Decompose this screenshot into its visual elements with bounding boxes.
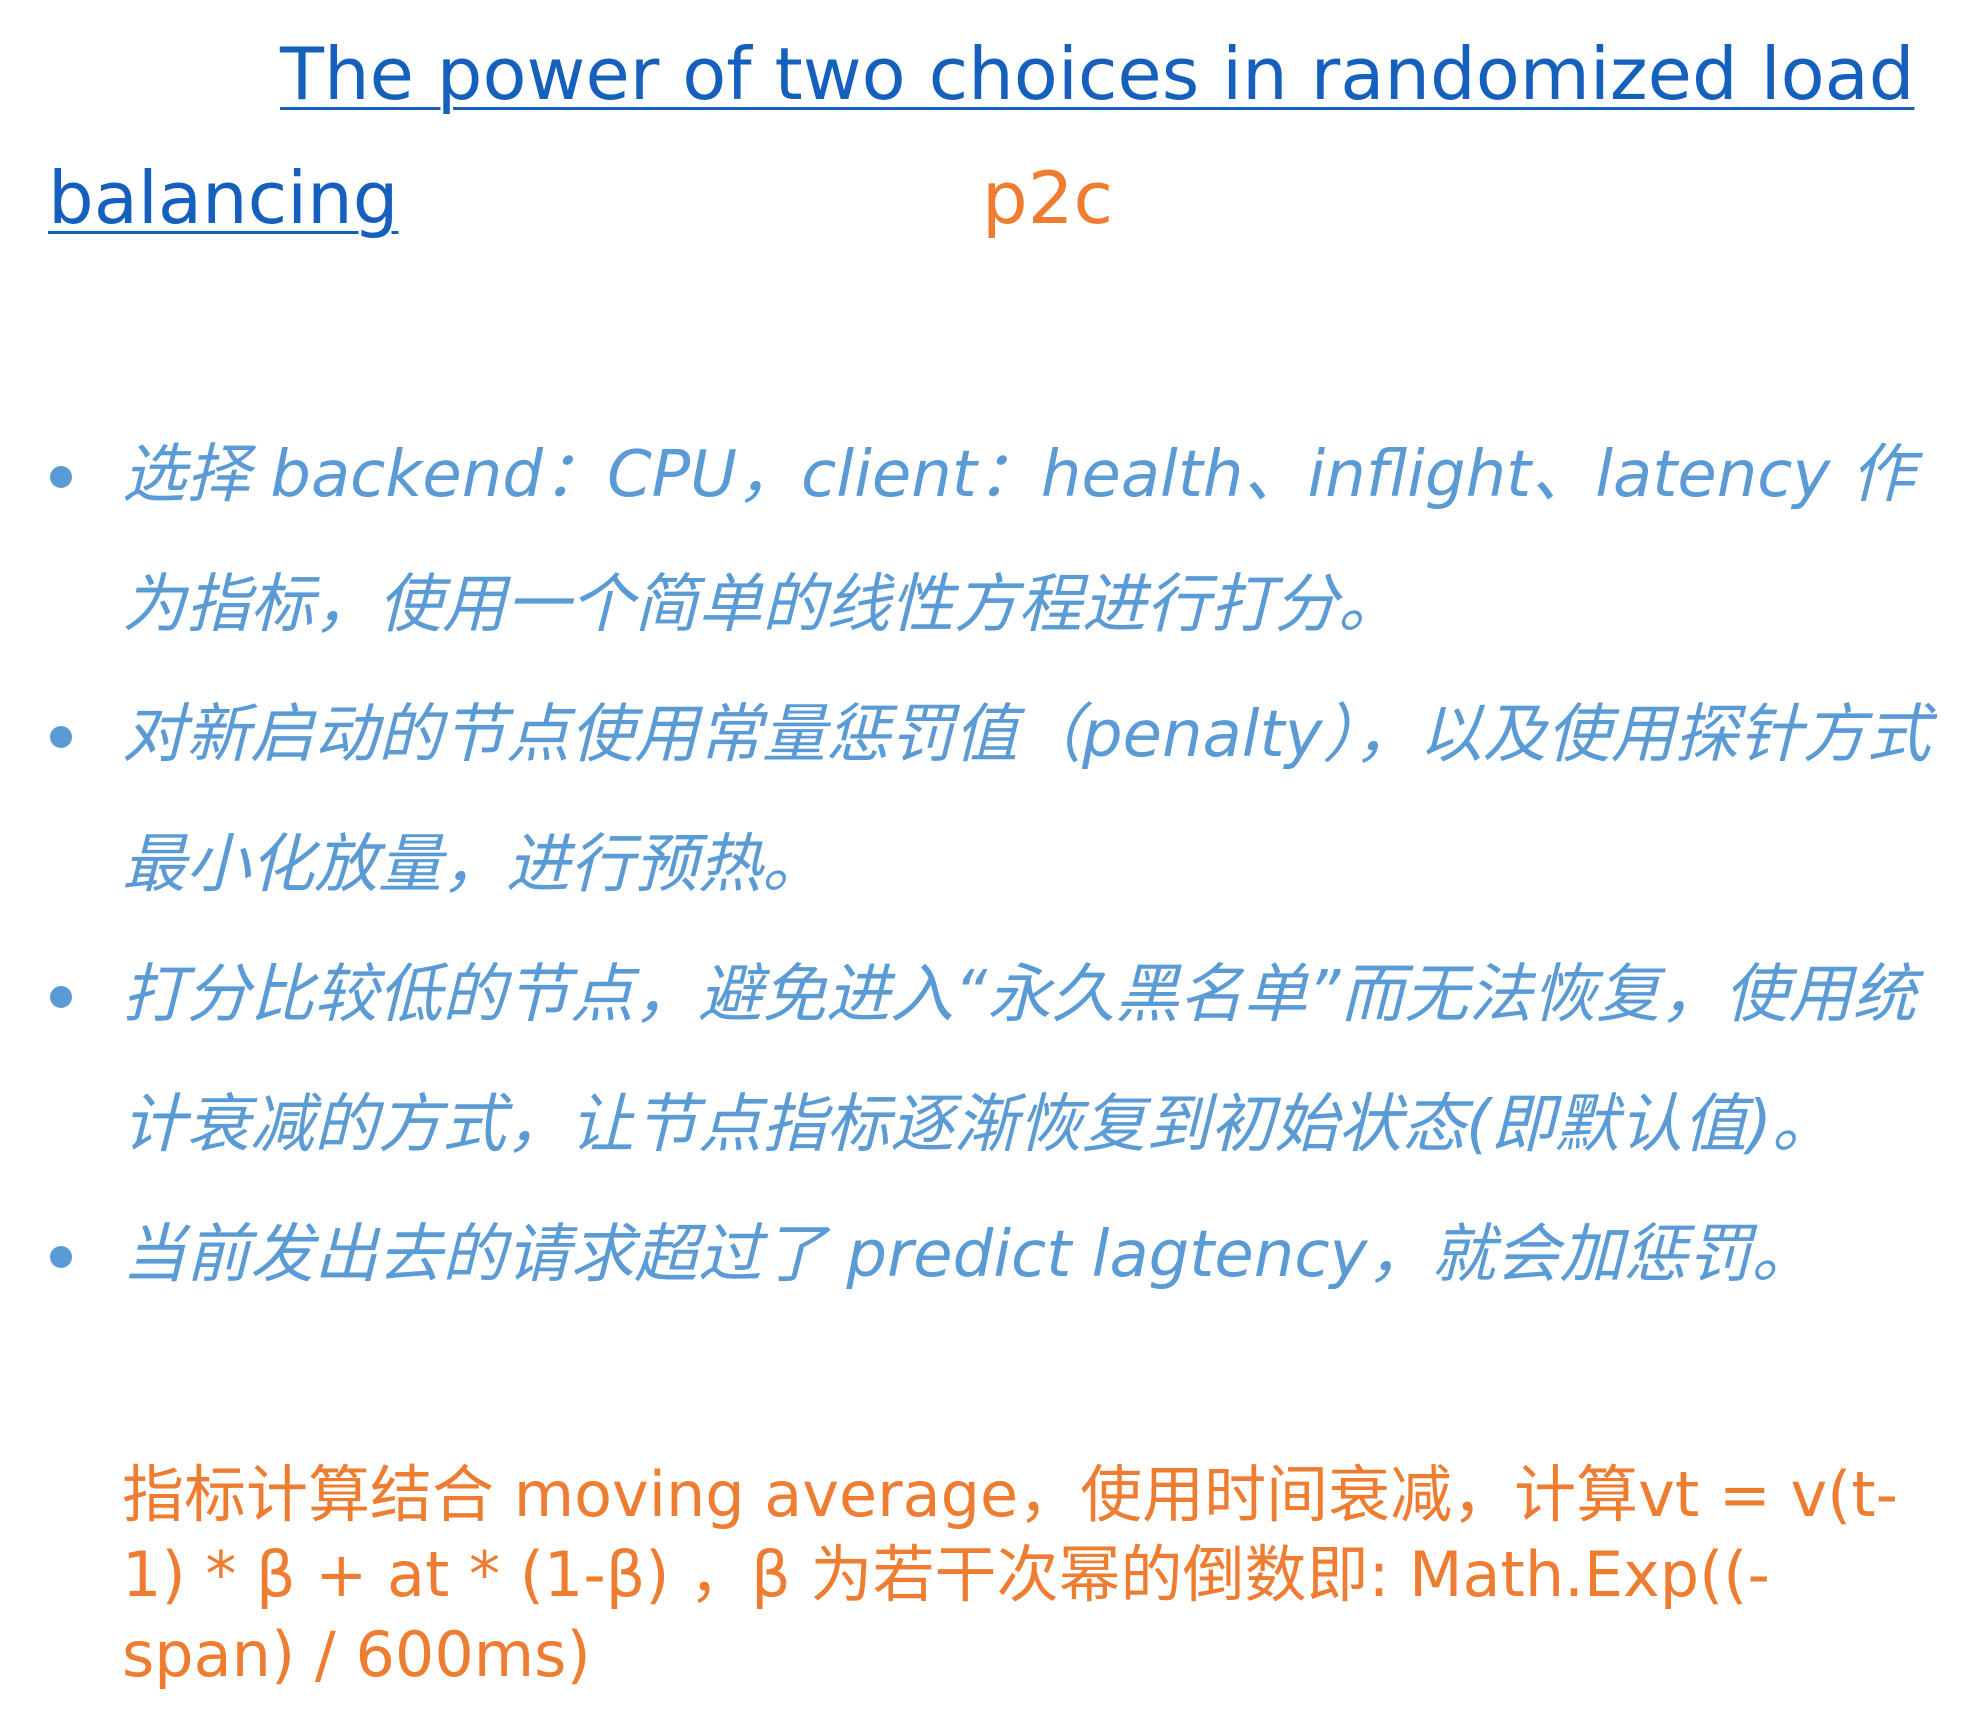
bullet-item: 打分比较低的节点，避免进入“永久黑名单”而无法恢复，使用统计衰减的方式，让节点指…: [0, 930, 1979, 1190]
bullet-dot-icon: [50, 986, 72, 1008]
title-link-line2[interactable]: balancing: [48, 156, 399, 240]
bullet-item: 当前发出去的请求超过了 predict lagtency，就会加惩罚。: [0, 1190, 1979, 1320]
bullet-text: 选择 backend：CPU，client：health、inflight、la…: [122, 438, 1915, 642]
title-tag: p2c: [982, 156, 1114, 240]
bullet-item: 对新启动的节点使用常量惩罚值（penalty），以及使用探针方式最小化放量，进行…: [0, 670, 1979, 930]
bullet-text: 当前发出去的请求超过了 predict lagtency，就会加惩罚。: [122, 1218, 1816, 1292]
bullet-dot-icon: [50, 1246, 72, 1268]
formula-note: 指标计算结合 moving average，使用时间衰减，计算vt = v(t-…: [122, 1458, 1899, 1691]
bullet-list: 选择 backend：CPU，client：health、inflight、la…: [0, 410, 1979, 1320]
bullet-dot-icon: [50, 726, 72, 748]
bullet-item: 选择 backend：CPU，client：health、inflight、la…: [0, 410, 1979, 670]
bullet-dot-icon: [50, 466, 72, 488]
title-link-line1[interactable]: The power of two choices in randomized l…: [280, 32, 1915, 116]
bullet-text: 打分比较低的节点，避免进入“永久黑名单”而无法恢复，使用统计衰减的方式，让节点指…: [122, 958, 1917, 1162]
bullet-text: 对新启动的节点使用常量惩罚值（penalty），以及使用探针方式最小化放量，进行…: [122, 698, 1931, 902]
